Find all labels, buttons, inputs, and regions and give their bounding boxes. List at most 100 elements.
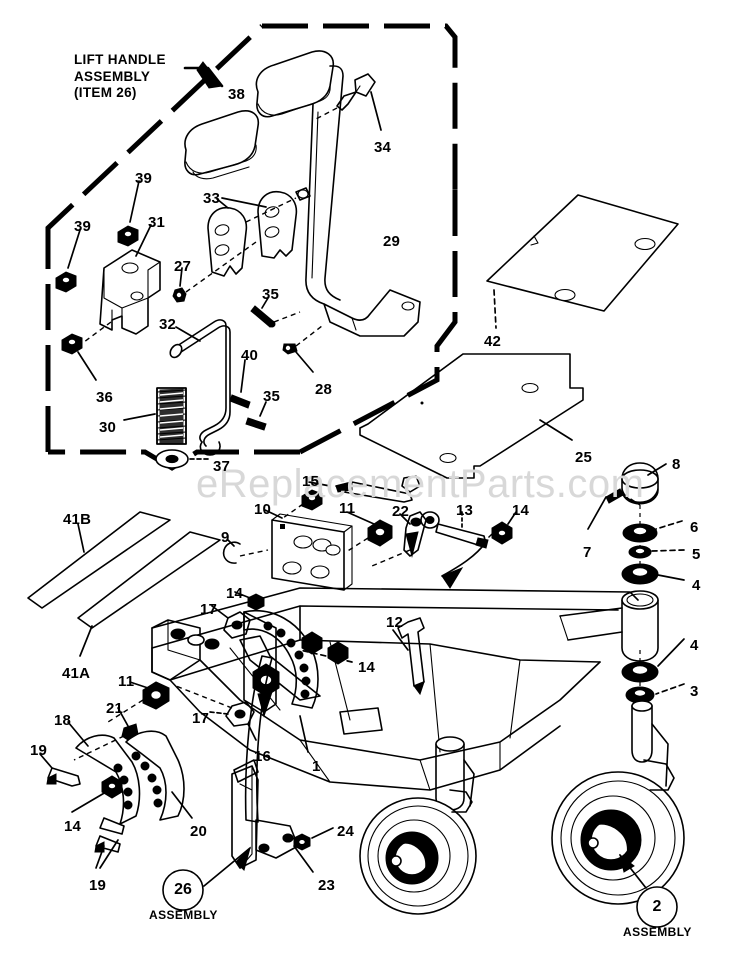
leader-41B: [77, 523, 85, 553]
part-27-spacer: [172, 287, 187, 303]
leader-35-b: [259, 401, 267, 417]
leader-asm2-arrow: [619, 853, 635, 873]
leader-35-a-dash: [273, 311, 301, 323]
leader-27: [179, 267, 183, 287]
leader-12: [392, 629, 409, 651]
height-adjust-sector: [243, 610, 319, 823]
callout-42: 42: [484, 333, 502, 350]
leader-14-a-dash: [485, 533, 493, 541]
leader-7: [587, 496, 607, 530]
part-19-bolt-a: [46, 767, 81, 787]
leader-41A: [79, 625, 93, 657]
leader-11-b: [129, 681, 149, 689]
assembly-ref-2: 2: [637, 887, 677, 927]
callout-4-lower: 4: [690, 637, 699, 654]
callout-41B: 41B: [63, 511, 92, 528]
front-bracket-assembly: [231, 759, 299, 869]
part-8-cap: [621, 462, 659, 505]
callout-31: 31: [148, 214, 166, 231]
part-14-nut-a: [491, 521, 513, 545]
leader-35-a: [261, 297, 269, 309]
part-39-nut-lower: [55, 271, 77, 293]
callout-16: 16: [254, 748, 272, 765]
part-4-bearing-lower: [621, 661, 659, 683]
leader-25: [539, 419, 573, 441]
leader-42: [493, 289, 497, 329]
part-31-bracket: [99, 249, 161, 335]
title-leader: [183, 61, 224, 89]
part-32-rod: [169, 319, 231, 456]
part-35-pin-lower: [245, 417, 267, 431]
leader-11-a-dash: [345, 537, 369, 553]
leader-11-a: [346, 511, 375, 525]
callout-5: 5: [692, 546, 701, 563]
callout-15: 15: [302, 473, 320, 490]
callout-19-b: 19: [89, 877, 107, 894]
leader-39-b: [67, 229, 81, 269]
leader-39-a: [129, 180, 140, 223]
assembly-ref-26: 26: [163, 870, 203, 910]
part-29-lift-handle: [255, 50, 421, 337]
part-12-bracket: [397, 617, 425, 696]
callout-3: 3: [690, 683, 699, 700]
callout-8: 8: [672, 456, 681, 473]
callout-14-d: 14: [64, 818, 82, 835]
assembly-ref-26-label: ASSEMBLY: [149, 908, 218, 922]
leader-34-dash: [313, 107, 338, 121]
part-41B-skid: [27, 511, 171, 609]
leader-36: [77, 351, 97, 381]
part-39-nut-upper: [117, 225, 139, 247]
callout-13: 13: [456, 502, 474, 519]
part-35-pin-upper: [250, 305, 276, 328]
leader-asm26-arrow: [235, 846, 251, 871]
callout-37: 37: [213, 458, 231, 475]
callout-35-upper: 35: [262, 286, 280, 303]
part-41A-skid: [77, 531, 221, 629]
part-11-nut-lower: [142, 681, 170, 710]
leader-32: [175, 326, 201, 342]
callout-39-upper: 39: [135, 170, 153, 187]
callout-19-a: 19: [30, 742, 48, 759]
leader-asm26: [203, 847, 251, 887]
leader-14-c: [299, 649, 353, 663]
part-24-nut: [293, 833, 311, 851]
callout-14-c: 14: [358, 659, 376, 676]
leader-3: [655, 683, 685, 695]
leader-1: [299, 715, 309, 753]
part-10-mount-plate: [271, 513, 353, 591]
leader-14-arrow: [441, 566, 464, 589]
part-14-nut-d: [101, 775, 123, 799]
callout-6: 6: [690, 519, 699, 536]
leader-21-dash: [73, 735, 125, 761]
callout-27: 27: [174, 258, 192, 275]
callout-28: 28: [315, 381, 333, 398]
leader-9-dash: [239, 549, 269, 557]
part-21-pin: [121, 723, 139, 741]
part-5-washer: [628, 545, 652, 559]
leader-33-dash: [245, 197, 297, 223]
callout-25: 25: [575, 449, 593, 466]
part-42-plate: [486, 194, 679, 312]
leader-14-a: [507, 511, 517, 525]
callout-33: 33: [203, 190, 221, 207]
callout-24: 24: [337, 823, 355, 840]
part-23-nut: [282, 833, 294, 843]
leader-23: [293, 845, 314, 873]
leader-14-b: [234, 591, 251, 599]
callout-12: 12: [386, 614, 404, 631]
leader-40: [240, 359, 246, 393]
callout-18: 18: [54, 712, 72, 729]
leader-10: [264, 509, 283, 519]
leader-33-b: [221, 197, 267, 208]
leader-28-dash: [295, 325, 323, 347]
part-37-washer: [155, 449, 189, 469]
callout-1: 1: [312, 758, 321, 775]
part-14-nut-b: [247, 593, 265, 611]
part-7-bolt: [605, 488, 624, 504]
caster-wheel-right: [551, 700, 685, 905]
part-33-brackets: [207, 190, 298, 277]
leader-4-upper: [657, 574, 685, 581]
callout-17-lower: 17: [192, 710, 210, 727]
